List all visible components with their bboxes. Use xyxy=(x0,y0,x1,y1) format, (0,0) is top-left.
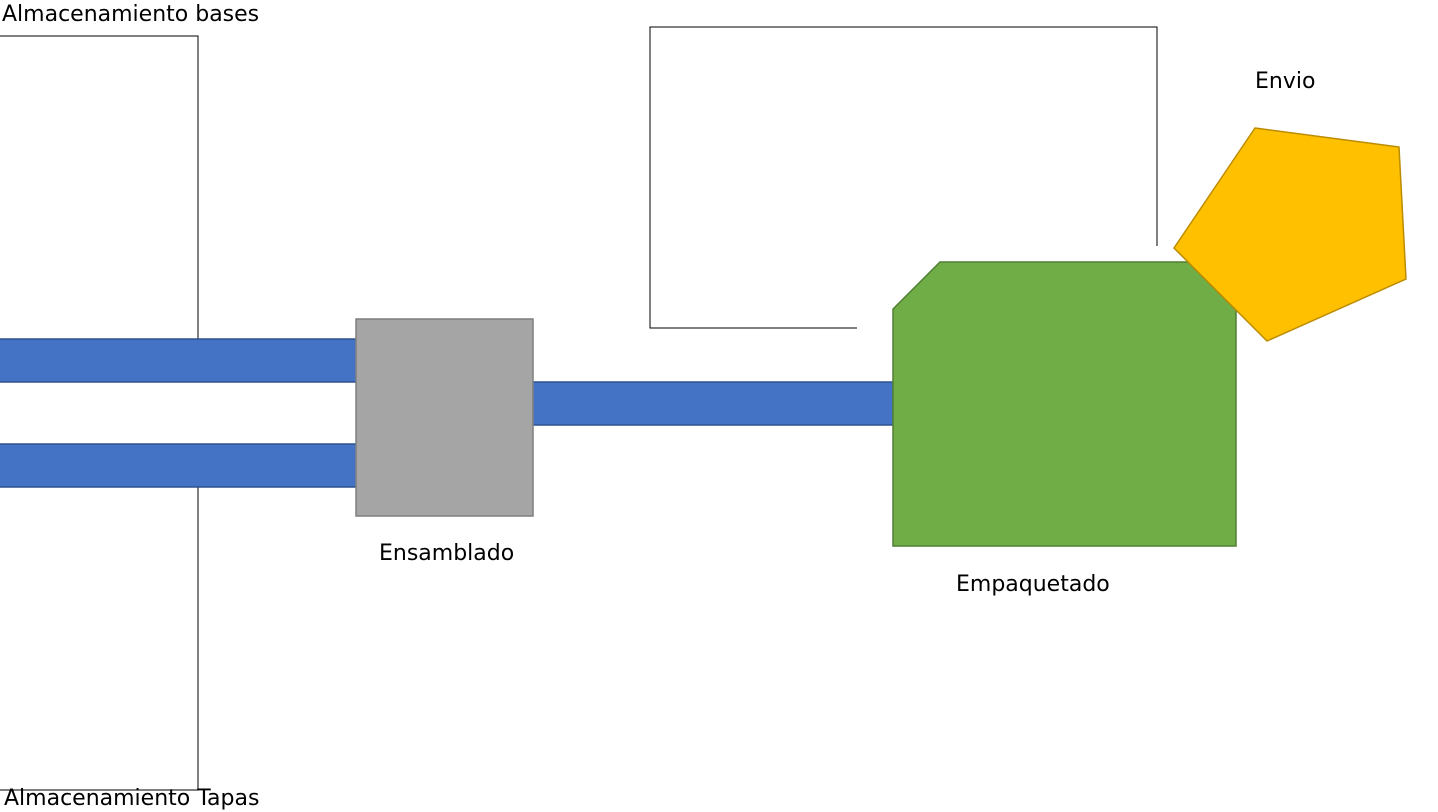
assembly-label: Ensamblado xyxy=(379,541,515,566)
shipping-label: Envio xyxy=(1255,69,1316,94)
assembly-station xyxy=(355,318,534,517)
packaging-station xyxy=(892,261,1237,547)
shipping-pentagon xyxy=(1173,127,1407,342)
conveyor-tapas xyxy=(0,443,358,488)
storage-tapas-label: Almacenamiento Tapas xyxy=(4,786,260,811)
packaging-area-outline xyxy=(649,26,1158,329)
conveyor-bases xyxy=(0,338,358,383)
storage-bases-outline xyxy=(0,35,199,340)
conveyor-to-packaging xyxy=(531,381,895,426)
storage-tapas-outline xyxy=(0,486,199,791)
packaging-label: Empaquetado xyxy=(956,572,1110,597)
storage-bases-label: Almacenamiento bases xyxy=(2,2,260,27)
